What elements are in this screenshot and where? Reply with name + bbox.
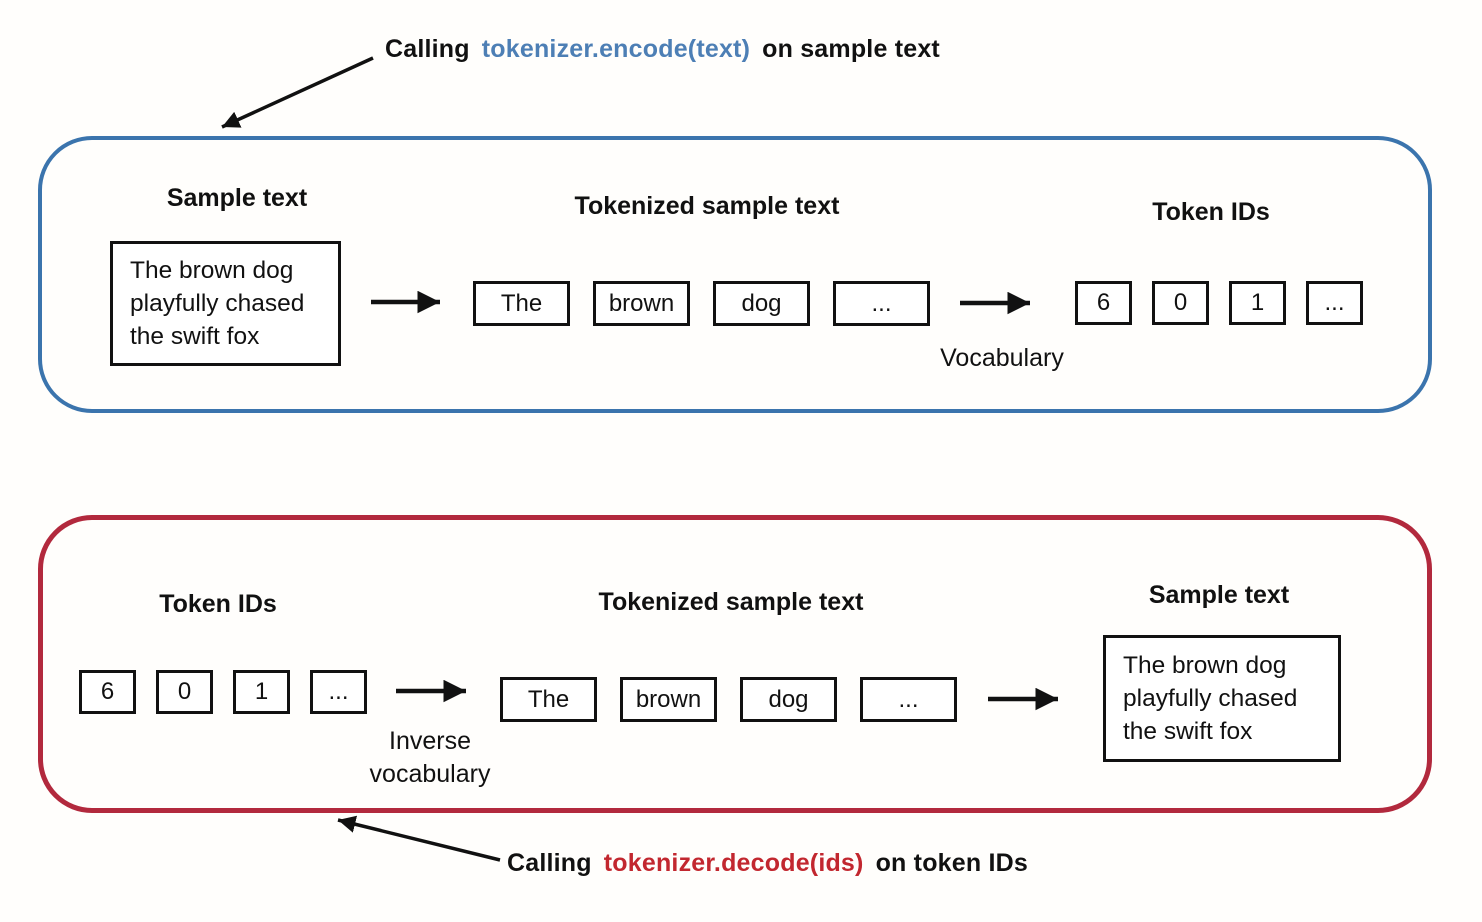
encode-caption: Calling tokenizer.encode(text) on sample… [385, 35, 940, 64]
inverse-vocabulary-label: Inverse vocabulary [369, 727, 491, 788]
encode-sample-text-label: Sample text [166, 184, 308, 212]
encode-caption-suffix: on sample text [762, 35, 940, 63]
encode-token-row: The brown dog ... [473, 281, 930, 326]
decode-caption-code: tokenizer.decode(ids) [603, 849, 864, 877]
token-box: brown [593, 281, 690, 326]
decode-token-row: The brown dog ... [500, 677, 957, 722]
token-box: The [500, 677, 597, 722]
decode-panel: Token IDs 6 0 1 ... Inverse vocabulary T… [38, 515, 1432, 813]
token-id-box: 6 [79, 670, 136, 714]
token-box: dog [713, 281, 810, 326]
encode-sample-text-box: The brown dog playfully chased the swift… [110, 241, 341, 366]
token-id-box: 1 [1229, 281, 1286, 325]
token-id-box: ... [310, 670, 367, 714]
decode-id-row: 6 0 1 ... [79, 670, 367, 714]
token-id-box: 1 [233, 670, 290, 714]
vocabulary-label: Vocabulary [940, 344, 1064, 372]
encode-token-ids-label: Token IDs [1152, 198, 1270, 226]
encode-panel: Sample text The brown dog playfully chas… [38, 136, 1432, 413]
token-id-box: 0 [1152, 281, 1209, 325]
token-box: The [473, 281, 570, 326]
decode-sample-text-label: Sample text [1148, 581, 1290, 609]
decode-caption-arrow [337, 815, 501, 862]
encode-caption-arrow [221, 56, 374, 129]
encode-id-row: 6 0 1 ... [1075, 281, 1363, 325]
token-id-box: 6 [1075, 281, 1132, 325]
encode-caption-prefix: Calling [385, 35, 470, 63]
token-box: ... [833, 281, 930, 326]
encode-tokenized-label: Tokenized sample text [574, 192, 840, 220]
decode-token-ids-label: Token IDs [159, 590, 277, 618]
token-box: brown [620, 677, 717, 722]
token-id-box: ... [1306, 281, 1363, 325]
encode-caption-code: tokenizer.encode(text) [481, 35, 751, 63]
decode-caption: Calling tokenizer.decode(ids) on token I… [507, 849, 1028, 878]
decode-sample-text-box: The brown dog playfully chased the swift… [1103, 635, 1341, 762]
decode-caption-prefix: Calling [507, 849, 592, 877]
token-id-box: 0 [156, 670, 213, 714]
decode-caption-suffix: on token IDs [875, 849, 1028, 877]
token-box: dog [740, 677, 837, 722]
decode-tokenized-label: Tokenized sample text [598, 588, 864, 616]
token-box: ... [860, 677, 957, 722]
